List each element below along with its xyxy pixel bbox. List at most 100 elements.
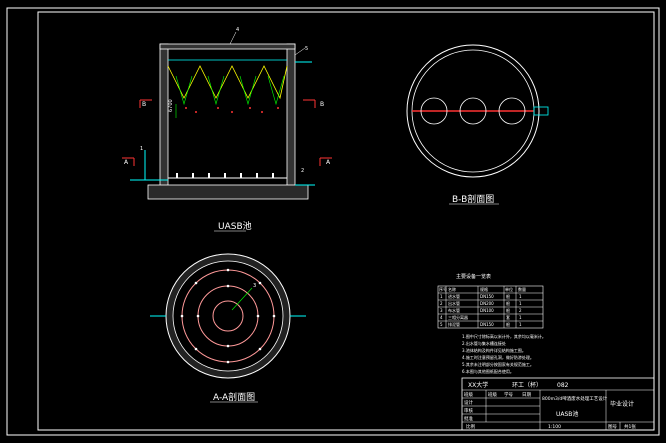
distribution-ring-inner: [212, 300, 244, 332]
gas-hood-3: [239, 75, 257, 106]
note-1: 1.图中尺寸除标高以米计外，其余均以毫米计。: [462, 333, 546, 339]
header-student-no: 学号: [504, 391, 513, 398]
sheet-label: 图号: [608, 424, 617, 430]
outer-border: [6, 7, 660, 436]
svg-text:B: B: [320, 101, 324, 108]
svg-text:布水管: 布水管: [448, 307, 460, 313]
class-number: 082: [557, 382, 569, 389]
table-row: 1 进水管 DN150 根 1: [440, 293, 522, 299]
base-slab: [147, 184, 309, 200]
svg-text:根: 根: [506, 293, 510, 299]
uasb-section-title: UASB池: [218, 220, 252, 232]
svg-text:序号: 序号: [439, 286, 447, 292]
aa-section-title: A-A剖面图: [213, 391, 255, 403]
scale-label: 比例: [466, 423, 475, 430]
svg-text:根: 根: [506, 300, 510, 306]
svg-text:2: 2: [519, 308, 522, 313]
title-block: XX大学 环工（杯） 082 班级 设计 审核 批准 班级 学号 日期 800m…: [461, 377, 655, 431]
table-row: 5 排泥管 DN150 根 1: [440, 321, 522, 327]
section-mark-a-right: A: [319, 157, 332, 166]
aa-tank-inner: [172, 260, 284, 372]
svg-text:根: 根: [506, 307, 510, 313]
uasb-section-view: 6700 B B A A 4 5 1 2 UASB池: [122, 27, 332, 232]
separator-unit-2: [459, 97, 487, 125]
design-stage: 毕业设计: [610, 400, 634, 408]
svg-text:进水管: 进水管: [448, 293, 460, 299]
callout-2: 2: [301, 168, 304, 174]
section-mark-a-left: A: [122, 157, 135, 166]
row-label-approve: 批准: [464, 415, 473, 422]
svg-text:三相分离器: 三相分离器: [448, 314, 468, 320]
table-row: 3 布水管 DN100 根 2: [440, 307, 522, 313]
svg-text:A: A: [326, 159, 331, 166]
svg-text:4: 4: [440, 315, 443, 320]
note-2: 2.出水管与集水槽连接处: [462, 340, 506, 346]
equipment-table-title: 主要设备一览表: [456, 273, 491, 280]
svg-text:DN150: DN150: [480, 322, 494, 327]
table-row: 4 三相分离器 套 1: [440, 314, 522, 320]
tank-outer-circle: [406, 44, 540, 178]
svg-text:3: 3: [440, 308, 443, 313]
leader-4: [229, 31, 237, 45]
left-wall: [159, 43, 169, 197]
top-cover: [159, 43, 296, 50]
svg-text:单位: 单位: [505, 286, 513, 292]
bb-section-view: B-B剖面图: [406, 44, 549, 205]
callout-3: 3: [253, 283, 256, 289]
svg-text:1: 1: [519, 315, 522, 320]
distribution-nozzles: [176, 173, 274, 178]
leader-3: [231, 287, 253, 311]
section-mark-b-left: B: [139, 99, 152, 108]
separator-unit-3: [498, 97, 526, 125]
callout-1: 1: [140, 146, 143, 152]
equipment-table: 主要设备一览表 序号 名称 规格 单位 数量 1 进水管 DN150 根 1 2…: [437, 273, 544, 329]
note-5: 5.其余未注明部分按国家有关规范施工。: [462, 361, 534, 367]
svg-text:2: 2: [440, 301, 443, 306]
note-6: 6.本图与其他图纸配合使用。: [462, 368, 514, 374]
dimension-text: 6700: [168, 99, 174, 112]
scale-value: 1:100: [548, 424, 561, 430]
note-3: 3.池体结构及构件详见结构施工图。: [462, 347, 526, 353]
svg-text:B: B: [142, 101, 146, 108]
svg-text:名称: 名称: [448, 286, 456, 292]
row-label-design: 设计: [464, 399, 473, 406]
equipment-table-header: 序号 名称 规格 单位 数量: [439, 286, 526, 292]
table-row: 2 出水管 DN200 根 1: [440, 300, 522, 306]
header-class: 班级: [488, 391, 497, 398]
leader-5: [294, 47, 306, 56]
svg-text:5: 5: [440, 322, 443, 327]
gas-hood-2: [207, 75, 225, 106]
drawing-notes: 1.图中尺寸除标高以米计外，其余均以毫米计。 2.出水管与集水槽连接处 3.池体…: [462, 333, 546, 374]
inner-border: [37, 11, 655, 431]
svg-text:DN200: DN200: [480, 301, 494, 306]
school-name: XX大学: [468, 381, 488, 389]
gas-hood-1: [175, 75, 193, 106]
header-date: 日期: [522, 392, 531, 398]
svg-text:1: 1: [440, 294, 443, 299]
svg-text:数量: 数量: [518, 286, 526, 292]
svg-text:规格: 规格: [480, 286, 488, 292]
gas-hood-4: [267, 75, 285, 106]
svg-text:A: A: [124, 159, 129, 166]
callout-4: 4: [236, 27, 239, 33]
aa-nozzles: [180, 268, 276, 364]
svg-text:套: 套: [506, 314, 510, 320]
callout-5: 5: [305, 46, 308, 52]
svg-text:DN100: DN100: [480, 308, 494, 313]
project-name: 800m3/d啤酒废水处理工艺设计: [542, 395, 608, 402]
svg-text:DN150: DN150: [480, 294, 494, 299]
department: 环工（杯）: [512, 381, 542, 389]
svg-text:出水管: 出水管: [448, 300, 460, 306]
aa-section-view: 3 A-A剖面图: [150, 253, 306, 403]
svg-text:排泥管: 排泥管: [448, 321, 460, 327]
svg-text:1: 1: [519, 301, 522, 306]
outlet-box: [533, 106, 549, 116]
svg-text:1: 1: [519, 294, 522, 299]
sheet-value: 共1张: [624, 423, 636, 430]
sludge-dots: [185, 107, 279, 113]
note-4: 4.施工时注意预留孔洞，做好防渗处理。: [462, 354, 534, 360]
svg-text:1: 1: [519, 322, 522, 327]
right-wall: [286, 43, 296, 197]
